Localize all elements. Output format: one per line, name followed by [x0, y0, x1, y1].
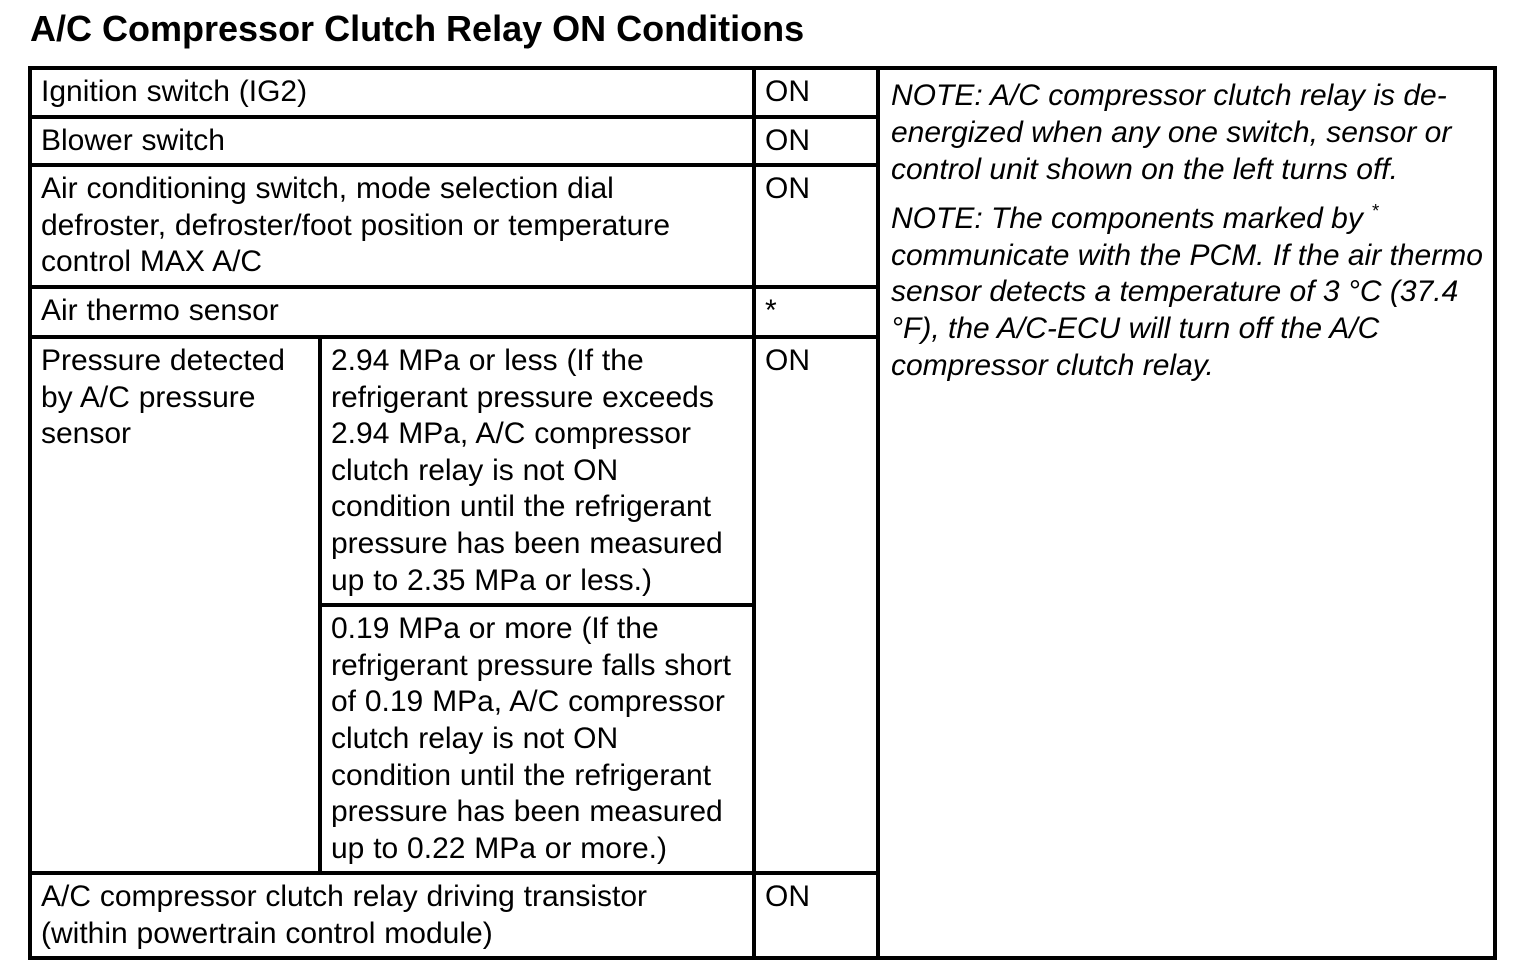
condition-value: ON	[752, 66, 880, 119]
condition-value: ON	[752, 163, 880, 289]
table-row-blower-switch: Blower switch ON	[28, 114, 880, 168]
pressure-condition-high-cell: 2.94 MPa or less (If the refrigerant pre…	[318, 334, 756, 608]
condition-label: Blower switch	[28, 114, 756, 168]
condition-value: ON	[752, 114, 880, 168]
condition-value: ON	[752, 334, 880, 876]
note-deenergized: NOTE: A/C compressor clutch relay is de-…	[891, 79, 1452, 186]
table-row-driving-transistor: A/C compressor clutch relay driving tran…	[28, 871, 880, 961]
conditions-table: Ignition switch (IG2) ON Blower switch O…	[28, 66, 880, 961]
content-area: Ignition switch (IG2) ON Blower switch O…	[28, 66, 1536, 961]
condition-label: Air conditioning switch, mode selection …	[28, 163, 756, 289]
pressure-condition-low-cell: 0.19 MPa or more (If the refrigerant pre…	[318, 603, 756, 876]
page-title: A/C Compressor Clutch Relay ON Condition…	[30, 8, 805, 49]
condition-label: Ignition switch (IG2)	[28, 66, 756, 119]
asterisk-marker: *	[1371, 199, 1379, 221]
condition-value: ON	[752, 871, 880, 961]
pressure-label-cell: Pressure detected by A/C pressure sensor	[28, 334, 322, 876]
condition-value-asterisk: *	[752, 284, 880, 339]
table-row-pressure-sensor: Pressure detected by A/C pressure sensor…	[28, 334, 880, 876]
note-box: NOTE: A/C compressor clutch relay is de-…	[876, 66, 1497, 961]
table-row-air-thermo-sensor: Air thermo sensor *	[28, 284, 880, 339]
table-row-pressure-sensor-low: 0.19 MPa or more (If the refrigerant pre…	[30, 603, 878, 876]
note-2-suffix: communicate with the PCM. If the air the…	[891, 238, 1483, 383]
condition-label: Air thermo sensor	[28, 284, 756, 339]
table-row-ignition-switch: Ignition switch (IG2) ON	[28, 66, 880, 119]
condition-label: A/C compressor clutch relay driving tran…	[28, 871, 756, 961]
table-row-air-conditioning-switch: Air conditioning switch, mode selection …	[28, 163, 880, 289]
note-components-marked: NOTE: The components marked by * communi…	[891, 201, 1483, 385]
note-2-prefix: NOTE: The components marked by	[891, 201, 1372, 235]
